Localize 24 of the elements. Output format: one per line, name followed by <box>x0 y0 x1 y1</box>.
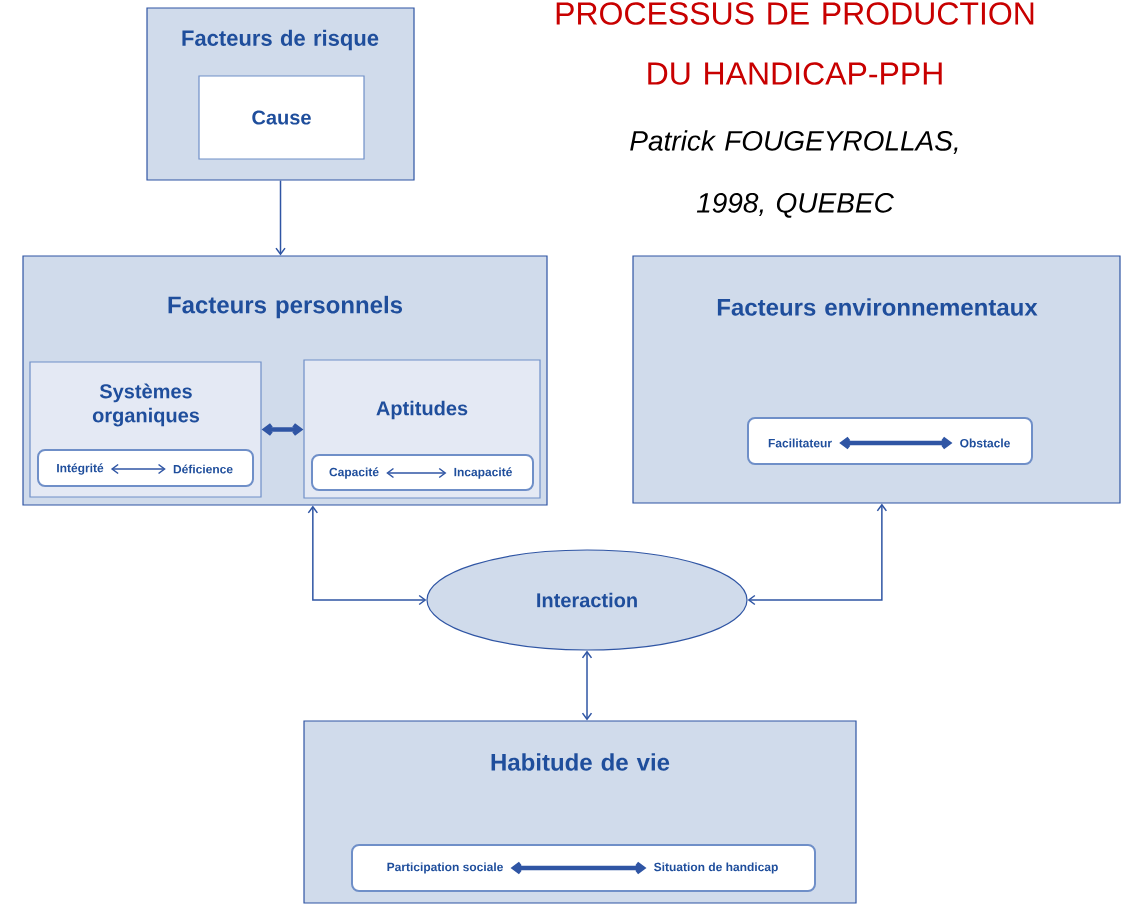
pill-box <box>311 454 534 491</box>
arrow <box>110 463 166 475</box>
term-label: Déficience <box>173 464 233 474</box>
term-label: Obstacle <box>960 438 1010 448</box>
arrow <box>261 423 304 436</box>
author-note: Patrick FOUGEYROLLAS, 1998, QUEBEC <box>630 130 958 218</box>
arrow <box>839 436 953 450</box>
title: PROCESSUS DE PRODUCTION DU HANDICAP-PPH <box>556 2 1034 85</box>
arrow <box>581 650 593 721</box>
arrow <box>307 505 427 606</box>
term-label: Capacité <box>329 467 379 479</box>
term-label: Situation de handicap <box>654 862 778 874</box>
term-label: Facilitateur <box>768 438 832 448</box>
cause-box: Cause <box>198 75 365 160</box>
pill-box <box>747 417 1033 465</box>
arrow <box>386 467 447 479</box>
arrow <box>510 861 647 875</box>
term-label: Intégrité <box>57 463 104 475</box>
arrow <box>275 179 286 256</box>
pill-box <box>351 844 816 892</box>
arrow <box>747 503 888 606</box>
term-label: Participation sociale <box>387 862 503 874</box>
term-label: Incapacité <box>454 467 512 479</box>
pill-box <box>37 449 254 487</box>
